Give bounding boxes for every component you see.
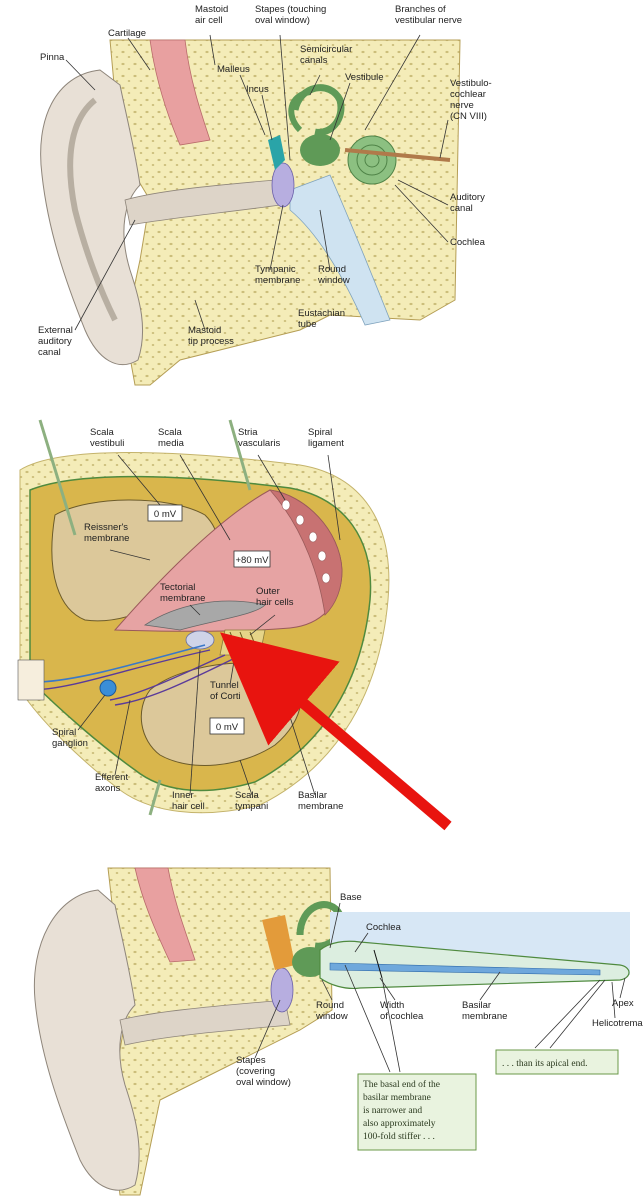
svg-text:0 mV: 0 mV: [216, 722, 239, 733]
nerve-fibers-blue: [39, 644, 206, 683]
ossicles-shape: [268, 135, 285, 170]
tympanic-bottom: [270, 967, 294, 1013]
label-base: Base: [340, 892, 362, 903]
tectorial-membrane-shape: [143, 600, 266, 631]
label-malleus: Malleus: [217, 64, 250, 75]
svg-text:. . . than its apical end.: . . . than its apical end.: [502, 1059, 587, 1069]
stria-vascularis-shape: [268, 489, 343, 616]
eustachian-tube-shape: [289, 174, 391, 326]
svg-text:+80 mV: +80 mV: [235, 555, 269, 566]
inner-ear-labyrinth: [288, 84, 397, 185]
uncoiled-cochlea-shape: [319, 940, 630, 990]
label-vestibule: Vestibule: [345, 72, 384, 83]
label-helicotrema: Helicotrema: [592, 1018, 643, 1029]
leader-lines-top: [65, 34, 449, 331]
ossicle-bottom: [262, 915, 295, 970]
temporal-muscle: [149, 39, 211, 146]
potential-box-tympani: 0 mV: [209, 717, 245, 735]
pinna-bottom: [33, 889, 140, 1191]
spiral-limbus-rods: [38, 419, 252, 816]
label-pinna: Pinna: [40, 52, 65, 63]
callout-apical-end: . . . than its apical end.: [495, 1049, 619, 1075]
pinna-shape: [40, 69, 144, 366]
vestibulocochlear-nerve-shape: [344, 148, 451, 162]
label-incus: Incus: [246, 84, 269, 95]
label-cochlea-top: Cochlea: [450, 237, 486, 248]
muscle-bottom: [134, 867, 196, 963]
label-cochlea-bottom: Cochlea: [366, 922, 402, 933]
potential-box-vestibuli: 0 mV: [147, 504, 183, 522]
left-inset-box: [17, 659, 45, 701]
pinna-fold: [67, 97, 118, 322]
label-apex: Apex: [612, 998, 634, 1009]
spiral-ganglion-shape: [99, 679, 117, 697]
potential-box-media: +80 mV: [233, 550, 271, 568]
width-marker: [373, 949, 383, 979]
svg-text:0 mV: 0 mV: [154, 509, 177, 520]
label-cartilage: Cartilage: [108, 28, 146, 39]
leader-lines-bottom: [254, 902, 626, 1073]
basilar-membrane-shape: [329, 962, 601, 976]
canal-bottom: [119, 999, 291, 1046]
red-arrow: [220, 632, 452, 831]
